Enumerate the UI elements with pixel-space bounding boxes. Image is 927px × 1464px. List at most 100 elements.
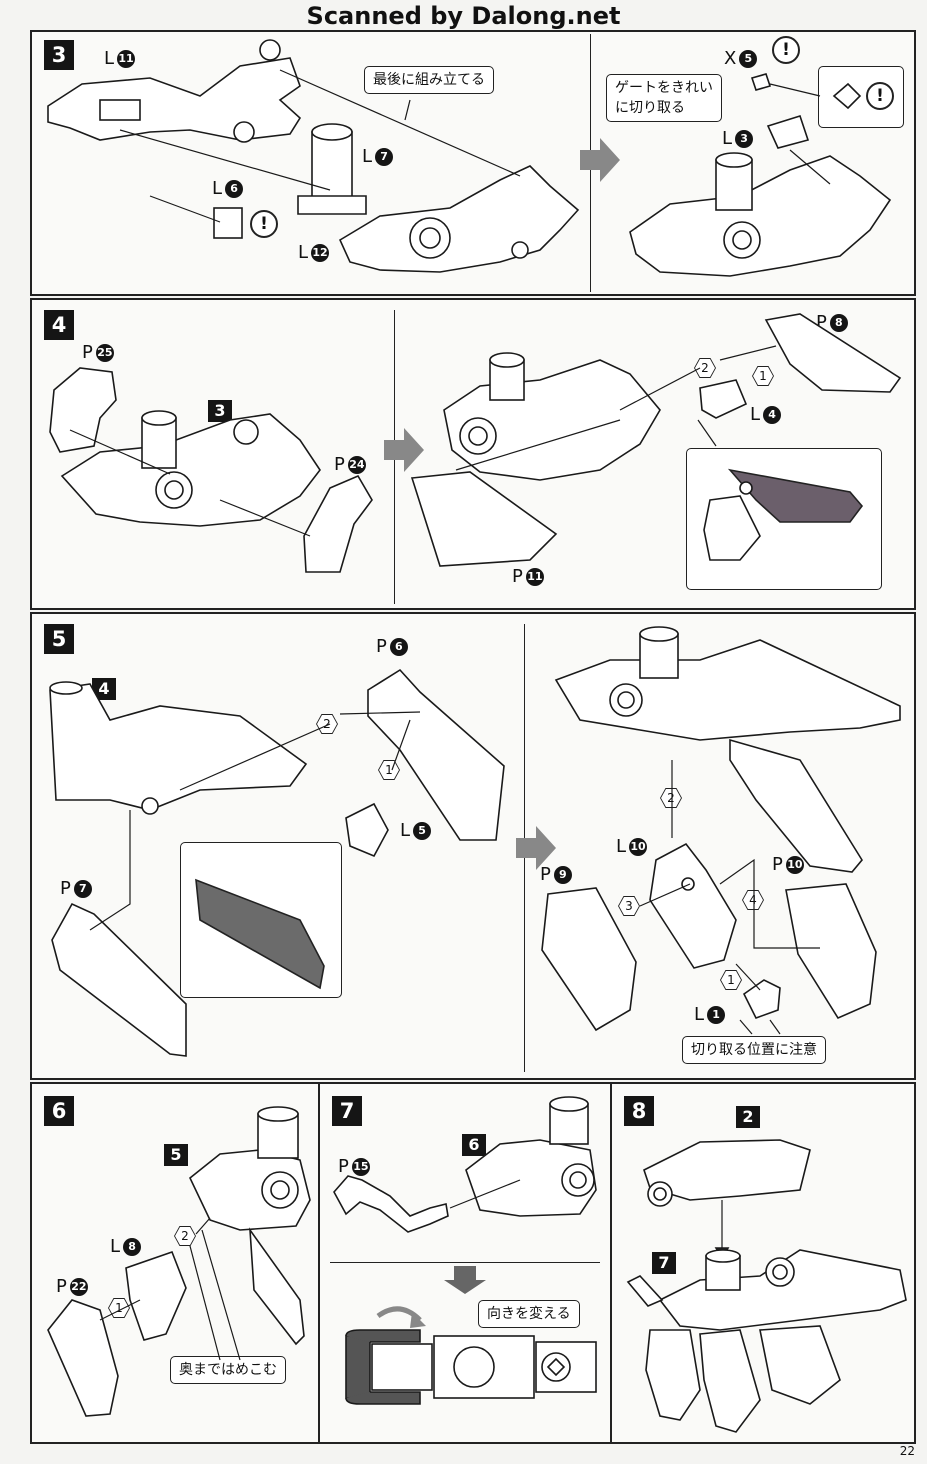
part-drawing-p6 xyxy=(367,668,505,841)
part-prefix: P xyxy=(376,636,387,657)
page-number: 22 xyxy=(899,1444,915,1458)
part-prefix: L xyxy=(694,1004,705,1025)
part-prefix: L xyxy=(750,404,761,425)
part-prefix: L xyxy=(104,48,115,69)
part-number-badge: 24 xyxy=(347,455,366,474)
caution-icon: ! xyxy=(772,36,800,64)
part-prefix: P xyxy=(338,1156,349,1177)
part-drawing-l6 xyxy=(213,207,243,239)
part-number-badge: 11 xyxy=(525,567,544,586)
step-6-number: 6 xyxy=(44,1096,74,1126)
caution-icon: ! xyxy=(250,210,278,238)
part-number-badge: 4 xyxy=(763,405,782,424)
part-prefix: P xyxy=(816,312,827,333)
part-drawing-l8 xyxy=(125,1250,187,1341)
step-reference-badge: 6 xyxy=(462,1134,486,1156)
part-number-badge: 10 xyxy=(785,855,804,874)
callout-assemble-last: 最後に組み立てる xyxy=(364,66,494,94)
part-prefix: L xyxy=(110,1236,121,1257)
part-prefix: P xyxy=(512,566,523,587)
part-drawing-sub-assembly-2 xyxy=(643,1139,811,1207)
callout-mind-cut-position: 切り取る位置に注意 xyxy=(682,1036,826,1064)
assembled-drawing-step-4-left xyxy=(60,410,321,527)
part-number-badge: 3 xyxy=(735,129,754,148)
callout-cut-gate-cleanly: ゲートをきれい に切り取る xyxy=(606,74,722,122)
step-4-number: 4 xyxy=(44,310,74,340)
caution-icon: ! xyxy=(866,82,894,110)
assembly-order-4: 4 xyxy=(743,891,763,909)
part-number-badge: 6 xyxy=(225,179,244,198)
step-reference-badge: 7 xyxy=(652,1252,676,1274)
part-drawing-p22 xyxy=(47,1299,119,1417)
part-number-badge: 1 xyxy=(707,1005,726,1024)
part-number-badge: 5 xyxy=(413,821,432,840)
part-drawing-p25 xyxy=(49,367,117,453)
part-drawing-p15 xyxy=(333,1175,449,1233)
step-8-number: 8 xyxy=(624,1096,654,1126)
part-number-badge: 22 xyxy=(69,1277,88,1296)
part-drawing-l4 xyxy=(699,379,748,419)
callout-push-all-the-way: 奥まではめこむ xyxy=(170,1356,286,1384)
part-number-badge: 12 xyxy=(311,243,330,262)
step-reference-badge: 5 xyxy=(164,1144,188,1166)
assembly-order-2: 2 xyxy=(695,359,715,377)
assembled-drawing-step-5-right xyxy=(554,626,901,873)
part-prefix: L xyxy=(212,178,223,199)
assembled-drawing-step-6 xyxy=(189,1106,311,1346)
assembly-order-1: 1 xyxy=(721,971,741,989)
assembled-drawing-step-8 xyxy=(626,1249,907,1433)
part-prefix: P xyxy=(334,454,345,475)
part-number-badge: 10 xyxy=(629,837,648,856)
part-drawing-l7 xyxy=(297,123,367,215)
part-drawing-l5 xyxy=(345,802,389,858)
part-prefix: L xyxy=(722,128,733,149)
part-prefix: L xyxy=(616,836,627,857)
part-number-badge: 8 xyxy=(123,1237,142,1256)
assembly-order-3: 3 xyxy=(619,897,639,915)
assembled-drawing-step-4-right xyxy=(443,352,661,481)
step-7-number: 7 xyxy=(332,1096,362,1126)
part-number-badge: 25 xyxy=(95,343,114,362)
part-prefix: L xyxy=(400,820,411,841)
part-drawing-p9 xyxy=(541,887,637,1032)
assembly-order-2: 2 xyxy=(661,789,681,807)
part-drawing-p11 xyxy=(410,471,558,567)
assembled-drawing-step-7 xyxy=(465,1096,597,1217)
next-arrow xyxy=(516,826,556,870)
part-number-badge: 7 xyxy=(375,147,394,166)
part-drawing-l10 xyxy=(649,842,737,969)
part-drawing-l11 xyxy=(47,39,302,143)
part-drawing-p8 xyxy=(764,313,902,393)
part-prefix: L xyxy=(298,242,309,263)
part-drawing-l1 xyxy=(742,979,781,1019)
assembly-order-2: 2 xyxy=(317,715,337,733)
assembly-order-2: 2 xyxy=(175,1227,195,1245)
part-prefix: P xyxy=(60,878,71,899)
part-drawing-p10 xyxy=(785,883,877,1020)
part-prefix: P xyxy=(540,864,551,885)
step-reference-badge: 2 xyxy=(736,1106,760,1128)
part-number-badge: 15 xyxy=(351,1157,370,1176)
down-arrow xyxy=(444,1266,486,1294)
scan-watermark: Scanned by Dalong.net xyxy=(306,2,621,30)
assembly-order-1: 1 xyxy=(753,367,773,385)
part-number-badge: 9 xyxy=(553,865,572,884)
